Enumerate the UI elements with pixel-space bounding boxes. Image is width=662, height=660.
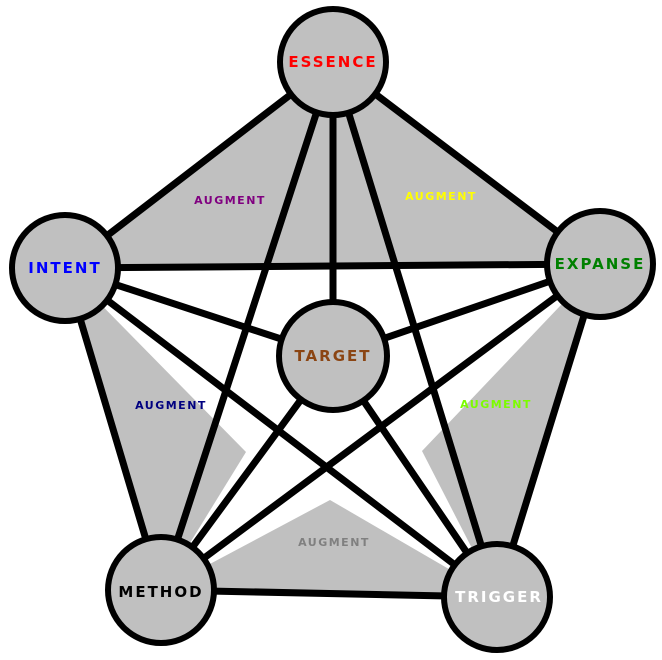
edge-intent-method <box>61 264 165 594</box>
region-labels: AUGMENT AUGMENT AUGMENT AUGMENT AUGMENT <box>135 190 532 549</box>
region-intent-method <box>65 268 246 590</box>
region-label-intent-method: AUGMENT <box>135 399 207 412</box>
node-essence[interactable]: ESSENCE <box>277 6 389 118</box>
region-expanse-trigger <box>422 264 600 597</box>
region-label-method-trigger: AUGMENT <box>298 536 370 549</box>
edge-essence-intent <box>61 58 337 272</box>
node-target-circle <box>276 299 390 413</box>
node-trigger-label: TRIGGER <box>455 588 543 606</box>
region-label-expanse-trigger: AUGMENT <box>460 398 532 411</box>
region-label-intent-essence: AUGMENT <box>194 194 266 207</box>
region-method-trigger <box>161 500 497 597</box>
edge-expanse-trigger <box>493 260 604 601</box>
node-method[interactable]: METHOD <box>105 534 217 646</box>
node-trigger[interactable]: TRIGGER <box>441 541 553 653</box>
node-intent-label: INTENT <box>28 259 101 277</box>
node-essence-label: ESSENCE <box>288 53 377 71</box>
node-method-circle <box>105 534 217 646</box>
node-essence-circle <box>277 6 389 118</box>
nodes: ESSENCE INTENT EXPANSE TARGET METHOD TRI… <box>9 6 656 653</box>
node-target-label: TARGET <box>294 347 371 365</box>
node-intent[interactable]: INTENT <box>9 212 121 324</box>
node-expanse-label: EXPANSE <box>555 255 646 273</box>
node-expanse-circle <box>544 208 656 320</box>
node-trigger-circle <box>441 541 553 653</box>
node-target[interactable]: TARGET <box>276 299 390 413</box>
edge-method-trigger <box>157 586 501 601</box>
node-method-label: METHOD <box>118 583 203 601</box>
node-intent-circle <box>9 212 121 324</box>
region-label-essence-expanse: AUGMENT <box>405 190 477 203</box>
node-expanse[interactable]: EXPANSE <box>544 208 656 320</box>
